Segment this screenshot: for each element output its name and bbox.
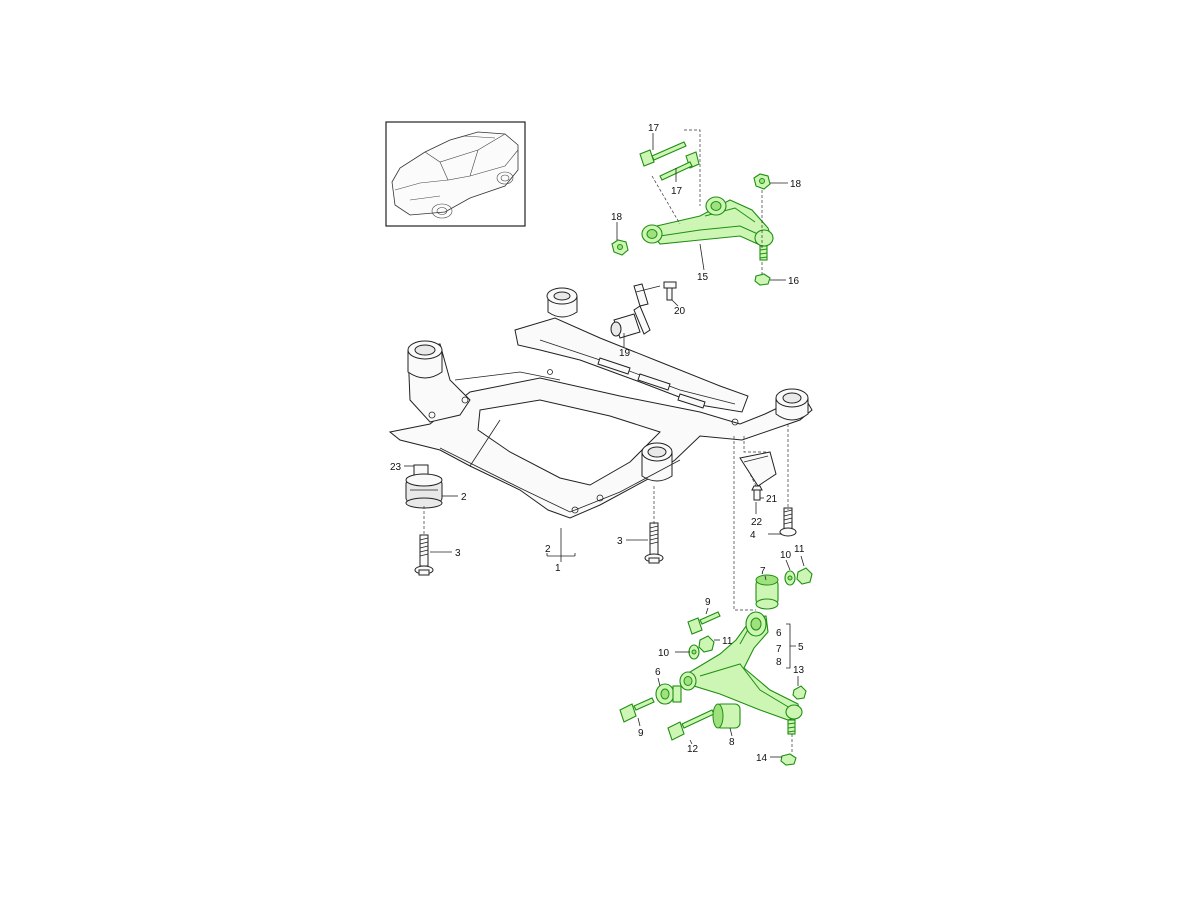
reference-lines bbox=[423, 129, 793, 754]
nut-18-right bbox=[753, 173, 771, 190]
callout-18-left: 18 bbox=[611, 212, 623, 223]
subframe bbox=[388, 287, 813, 519]
bushing-6-lower bbox=[655, 683, 682, 705]
callout-18-right: 18 bbox=[790, 179, 802, 190]
callout-6-bracket: 6 bbox=[776, 628, 782, 639]
callout-13: 13 bbox=[793, 665, 805, 676]
callout-16: 16 bbox=[788, 276, 800, 287]
callout-15: 15 bbox=[697, 272, 709, 283]
callout-10-right: 10 bbox=[780, 550, 792, 561]
bolt-12 bbox=[667, 709, 715, 741]
callout-10-left: 10 bbox=[658, 648, 670, 659]
callout-2-group: 2 bbox=[545, 544, 551, 555]
bolt-17-bottom bbox=[659, 151, 700, 181]
lower-control-arm bbox=[679, 611, 803, 735]
callout-21: 21 bbox=[766, 494, 778, 505]
callout-11-right: 11 bbox=[794, 544, 805, 555]
callout-17-top: 17 bbox=[648, 123, 660, 134]
washer-10-left bbox=[688, 644, 700, 660]
bolt-9-upper bbox=[687, 611, 721, 635]
callout-3-right: 3 bbox=[617, 536, 623, 547]
callout-8-lower: 8 bbox=[729, 737, 735, 748]
bushing-7-upper bbox=[755, 574, 779, 610]
bolt-9-lower bbox=[619, 697, 655, 723]
bolt-left bbox=[414, 534, 434, 576]
callout-labels: 17 17 18 18 15 16 20 19 23 2 3 2 1 3 21 … bbox=[390, 123, 805, 764]
nut-22 bbox=[751, 485, 763, 501]
callout-19: 19 bbox=[619, 348, 631, 359]
nut-13 bbox=[792, 685, 807, 700]
callout-7-bracket: 7 bbox=[776, 644, 782, 655]
nut-11-right bbox=[796, 567, 813, 585]
callout-3-left: 3 bbox=[455, 548, 461, 559]
bushing-8-lower bbox=[712, 703, 741, 729]
callout-17-bottom: 17 bbox=[671, 186, 683, 197]
callout-1: 1 bbox=[555, 563, 561, 574]
callout-14: 14 bbox=[756, 753, 768, 764]
callout-11-left: 11 bbox=[722, 636, 733, 647]
nut-11-left bbox=[698, 635, 715, 653]
level-sensor bbox=[610, 283, 661, 339]
callout-8-bracket: 8 bbox=[776, 657, 782, 668]
bracket-21 bbox=[739, 451, 777, 487]
callout-9-upper: 9 bbox=[705, 597, 711, 608]
leader-lines bbox=[404, 133, 805, 758]
callout-6-lower: 6 bbox=[655, 667, 661, 678]
nut-18-left bbox=[611, 239, 629, 256]
nut-16 bbox=[754, 273, 771, 286]
callout-5: 5 bbox=[798, 642, 804, 653]
callout-20: 20 bbox=[674, 306, 686, 317]
callout-9-lower: 9 bbox=[638, 728, 644, 739]
nut-14 bbox=[780, 753, 797, 766]
washer-10-right bbox=[784, 570, 796, 586]
bolt-17-top bbox=[639, 141, 687, 167]
bolt-20 bbox=[663, 281, 677, 301]
bolt-4 bbox=[779, 507, 797, 537]
callout-2-right: 2 bbox=[461, 492, 467, 503]
callout-7-upper: 7 bbox=[760, 566, 766, 577]
callout-4: 4 bbox=[750, 530, 756, 541]
mount-bushing-left bbox=[405, 464, 443, 509]
upper-control-arm bbox=[641, 196, 774, 261]
callout-12: 12 bbox=[687, 744, 699, 755]
bolt-right-front bbox=[644, 522, 664, 564]
callout-23: 23 bbox=[390, 462, 402, 473]
vehicle-thumbnail bbox=[385, 121, 526, 227]
callout-22: 22 bbox=[751, 517, 763, 528]
